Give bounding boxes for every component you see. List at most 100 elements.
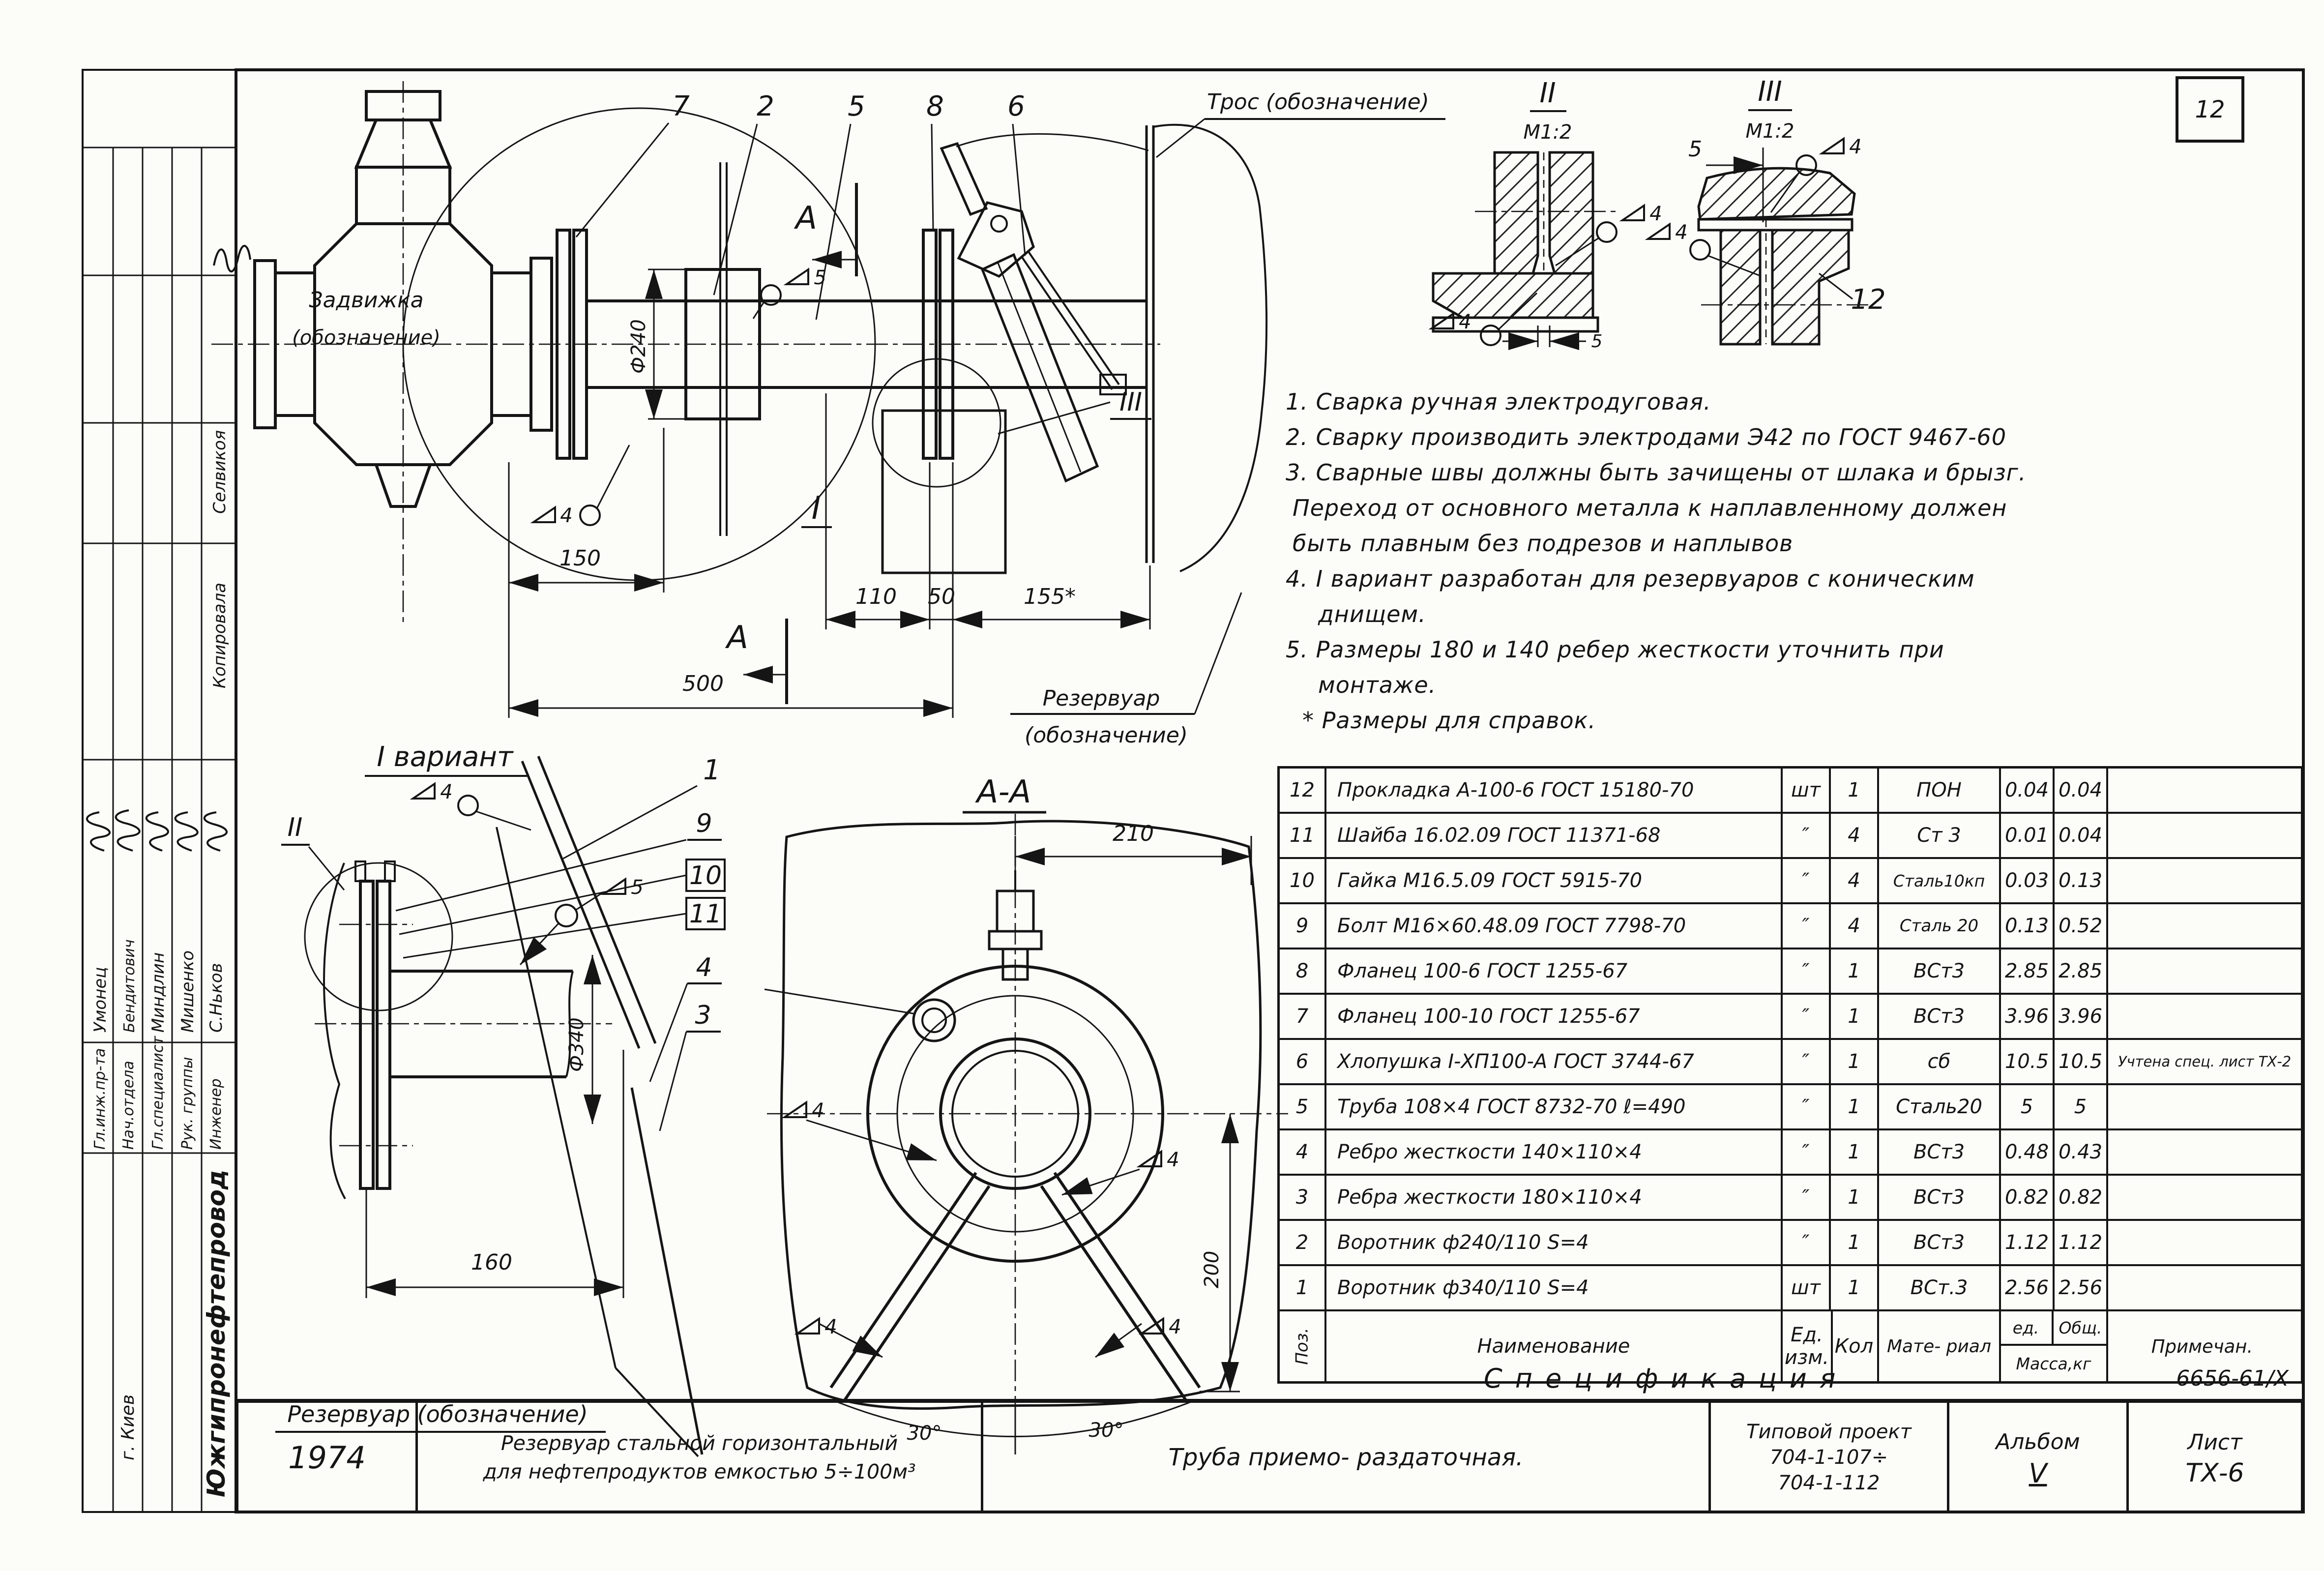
cell-name: Прокладка А-100-6 ГОСТ 15180-70 [1326,769,1783,812]
sidebar-frame [82,69,237,1513]
title-block-object-cell: Резервуар стальной горизонтальный для не… [418,1403,983,1512]
page-number-box: 12 [2176,76,2244,143]
sidebar-stamp: Селвикоя Копировала Умонец Бендитович Ми… [83,147,251,1512]
weld-number: 4 [812,1099,824,1122]
notes-block: 1. Сварка ручная электродуговая. 2. Свар… [1286,388,2264,742]
weld-symbol-4: 4 [1770,136,1862,213]
dim-160: 160 [471,1250,512,1275]
detail-ii-scale: М1:2 [1524,121,1572,144]
object-line2: для нефтепродуктов емкостью 5÷100м³ [483,1460,916,1483]
cell-note [2108,1221,2296,1264]
object-line1: Резервуар стальной горизонтальный [500,1431,898,1455]
cell-material: ВСт3 [1879,949,2001,993]
cell-mass-total: 1.12 [2055,1221,2108,1264]
flange-1a [556,229,571,460]
sidebar-role: Инженер [207,1078,225,1150]
weld-symbol-4: 4 [794,1316,883,1358]
year: 1974 [288,1439,366,1476]
cell-note: Учтена спец. лист ТХ-2 [2118,1053,2292,1070]
detail-ii-dim5: 5 [1591,331,1603,352]
variant-flange-a [359,880,375,1190]
variant-i-view: I вариант II 4 [275,741,726,1457]
cell-mass-unit: 2.85 [2001,949,2055,993]
flange-2a [922,229,938,460]
callout-10: 10 [689,861,722,890]
flange-2b [939,229,954,460]
flange-1b [572,229,588,460]
cell-mass-total: 2.85 [2055,949,2108,993]
cell-note [2108,814,2296,857]
note-line: 1. Сварка ручная электродуговая. [1286,388,1711,415]
title-block-year-cell: 1974 [236,1403,418,1512]
valve-label: Задвижка [309,288,423,313]
reservoir-label-designation: (обозначение) [1025,723,1188,748]
cell-mass-unit: 0.48 [2001,1130,2055,1174]
cell-name: Хлопушка I-ХП100-А ГОСТ 3744-67 [1326,1040,1783,1083]
cell-pos: 10 [1280,859,1326,902]
copier-name: Селвикоя [210,430,230,514]
collar-circle [866,965,1164,1263]
cell-mass-total: 0.43 [2055,1130,2108,1174]
weld-number: 5 [631,876,643,899]
cell-pos: 8 [1280,949,1326,993]
weld-number: 4 [440,781,452,803]
title-block-drawing-cell: Труба приемо- раздаточная. [983,1403,1711,1512]
weld-number: 4 [1649,203,1662,225]
detail-ii-title: II [1539,77,1556,109]
cell-mass-total: 0.04 [2055,769,2108,812]
valve-label-designation: (обозначение) [292,326,441,349]
cell-qty: 4 [1831,814,1879,857]
weld-number: 4 [1169,1316,1181,1338]
cell-material: ВСт3 [1879,1176,2001,1219]
cell-note [2108,1085,2296,1128]
cell-unit: ″ [1783,949,1831,993]
cell-name: Фланец 100-6 ГОСТ 1255-67 [1326,949,1783,993]
project-label: Типовой проект [1746,1421,1912,1443]
cell-name: Воротник ф240/110 S=4 [1326,1221,1783,1264]
dim-200: 200 [1201,1251,1223,1288]
detail-view-ii: II М1:2 4 4 5 [1428,77,1662,352]
cell-mass-unit: 0.01 [2001,814,2055,857]
pipe-circle-inner [951,1050,1079,1178]
organization-name: Южгипронефтепровод [202,1170,231,1497]
dim-150: 150 [559,546,601,571]
cell-note [2108,1176,2296,1219]
weld-number: 4 [560,504,572,527]
header-unit: Ед. изм. [1783,1311,1833,1381]
callout-7: 7 [672,90,690,122]
cell-unit: ″ [1783,1221,1831,1264]
cell-pos: 11 [1280,814,1326,857]
cell-material: сб [1879,1040,2001,1083]
support-plate [881,409,1007,574]
sidebar-name: Миндлин [148,952,168,1033]
header-name: Наименование [1326,1311,1783,1381]
callout-3: 3 [695,1001,711,1030]
weld-symbol-4: 4 [410,781,531,831]
dim-110: 110 [855,584,897,609]
cell-material: ПОН [1879,769,2001,812]
spec-doc-number: 6656-61/Х [2176,1366,2289,1391]
callout-4: 4 [696,953,712,982]
dim-210: 210 [1113,821,1154,846]
cell-mass-unit: 0.82 [2001,1176,2055,1219]
cell-qty: 1 [1831,995,1879,1038]
cell-material: ВСт3 [1879,995,2001,1038]
table-row: 6 Хлопушка I-ХП100-А ГОСТ 3744-67 ″ 1 сб… [1280,1040,2301,1085]
angle-30-right: 30° [1089,1419,1124,1442]
table-row: 11 Шайба 16.02.09 ГОСТ 11371-68 ″ 4 Ст 3… [1280,814,2301,859]
album-label: Альбом [1996,1429,2080,1454]
detail-iii-title: III [1758,76,1782,108]
detail-iii-dim5: 5 [1688,137,1702,162]
spec-title: Спецификация [1484,1363,1849,1394]
note-line: 5. Размеры 180 и 140 ребер жесткости уто… [1286,636,1944,663]
weld-number: 4 [1675,221,1687,244]
variant-title: I вариант [377,741,514,773]
section-mark-a-top: А [794,200,817,237]
header-mass: ед. Общ. Масса,кг [2000,1311,2108,1381]
table-row: 3 Ребра жесткости 180×110×4 ″ 1 ВСт3 0.8… [1280,1176,2301,1221]
dim-dia240: Ф240 [627,319,650,374]
weld-number: 4 [1849,136,1861,158]
cell-name: Воротник ф340/110 S=4 [1326,1266,1783,1309]
drawing-title: Труба приемо- раздаточная. [1168,1444,1524,1471]
